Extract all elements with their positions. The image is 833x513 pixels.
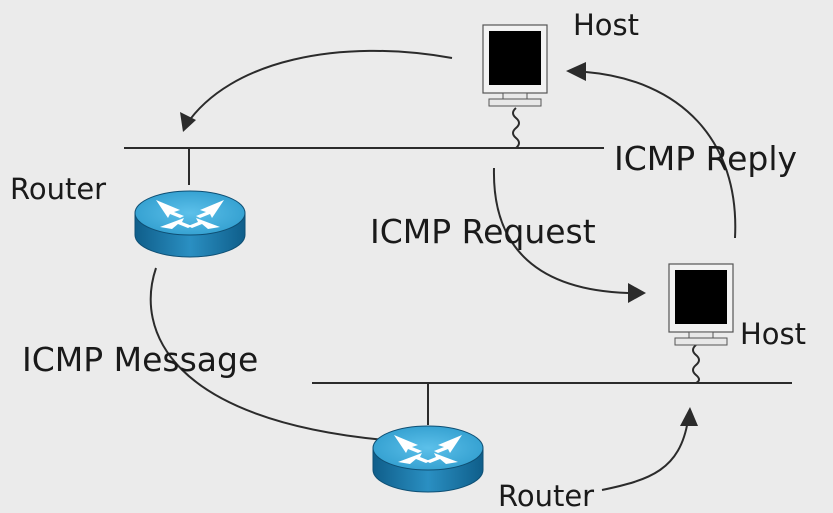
icmp-reply-curve	[585, 71, 737, 239]
icmp-request-curve	[492, 167, 629, 294]
icmp-reply-label: ICMP Reply	[614, 139, 798, 178]
router-left-label: Router	[10, 172, 107, 206]
host-computer-icon	[482, 24, 548, 107]
arrow-host-to-router	[185, 49, 453, 126]
icmp-request-label: ICMP Request	[370, 212, 596, 251]
host-top-label: Host	[573, 8, 640, 42]
router-icon	[372, 425, 484, 493]
arrow-icon	[628, 283, 646, 303]
host-computer-icon	[668, 263, 734, 346]
arrow-icon	[566, 62, 586, 81]
icmp-message-curve	[149, 267, 386, 441]
host-right-label: Host	[740, 317, 807, 351]
router-bottom-label: Router	[498, 479, 595, 513]
right-host-cable	[692, 344, 700, 384]
router-to-host-curve	[601, 419, 689, 491]
top-host-cable	[512, 107, 520, 149]
router-icon	[134, 190, 246, 258]
arrow-icon	[180, 112, 196, 132]
arrow-icon	[680, 407, 698, 426]
icmp-message-label: ICMP Message	[22, 340, 259, 379]
